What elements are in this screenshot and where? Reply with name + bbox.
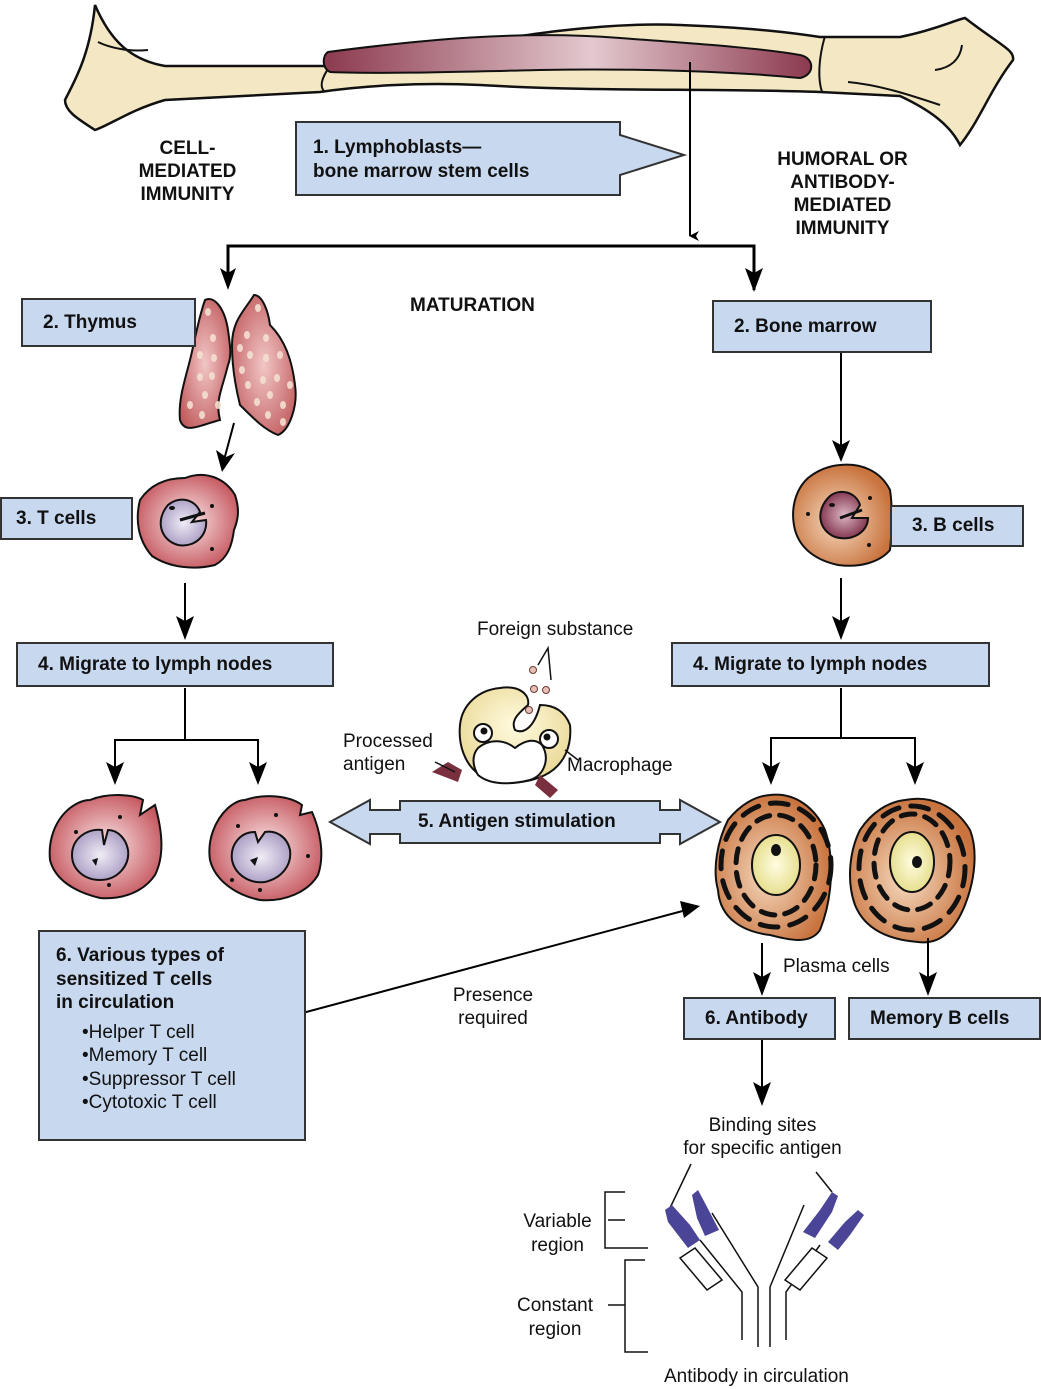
memory-b-cells-box: Memory B cells — [848, 997, 1041, 1040]
b-cells-label: 3. B cells — [912, 515, 995, 536]
t-cells-box: 3. T cells — [0, 497, 133, 540]
arrow-to-migrate-right — [832, 616, 850, 640]
memory-b-cells-label: Memory B cells — [870, 1007, 1010, 1029]
lymphoblasts-arrow-box — [295, 121, 688, 196]
cell-mediated-heading: CELL- MEDIATED IMMUNITY — [138, 138, 237, 205]
plasma-cells-label: Plasma cells — [783, 956, 890, 977]
sensitized-t-cells-box: 6. Various types of sensitized T cells i… — [38, 930, 306, 1141]
t-cell-type-item: Memory T cell — [82, 1044, 304, 1068]
antibody-box: 6. Antibody — [683, 997, 836, 1040]
variable-region-label: Variable region — [523, 1211, 592, 1256]
b-cells-box: 3. B cells — [890, 505, 1024, 547]
constant-region-label: Constant region — [516, 1295, 594, 1340]
binding-sites-label: Binding sites for specific antigen — [683, 1115, 842, 1159]
antibody-circulation-label: Antibody in circulation — [664, 1366, 849, 1387]
migrate-left-label: 4. Migrate to lymph nodes — [38, 653, 273, 675]
arrow-to-b-cell — [832, 440, 850, 462]
thymus-box: 2. Thymus — [21, 298, 196, 347]
antigen-stimulation-label: 5. Antigen stimulation — [418, 811, 616, 832]
arrow-to-migrate-left — [176, 616, 194, 640]
memory-b-cell-illustration — [849, 797, 976, 944]
macrophage-label: Macrophage — [567, 755, 673, 776]
t-cell-illustration — [136, 473, 239, 569]
antibody-illustration — [604, 1163, 833, 1353]
arrow-thymus — [220, 268, 236, 290]
thymus-illustration — [178, 293, 297, 472]
antigen-stimulation-arrow — [327, 798, 723, 846]
migrate-left-box: 4. Migrate to lymph nodes — [16, 642, 334, 687]
migrate-right-box: 4. Migrate to lymph nodes — [671, 642, 990, 687]
antibody-variable-regions — [665, 1190, 864, 1250]
maturation-heading: MATURATION — [410, 295, 535, 316]
t-cell-type-item: Suppressor T cell — [82, 1068, 304, 1092]
t-cell-type-item: Cytotoxic T cell — [82, 1091, 304, 1115]
antibody-label: 6. Antibody — [705, 1007, 808, 1029]
sensitized-title: 6. Various types of sensitized T cells i… — [56, 945, 224, 1013]
bone-marrow-label: 2. Bone marrow — [734, 315, 877, 337]
t-cell-type-item: Helper T cell — [82, 1021, 304, 1045]
sensitized-t-cell-1 — [48, 794, 163, 900]
presence-required-label: Presence required — [452, 985, 534, 1029]
t-cell-types-list: Helper T cell Memory T cell Suppressor T… — [56, 1021, 304, 1115]
macrophage-illustration — [432, 645, 579, 798]
processed-antigen-label: Processed antigen — [343, 731, 433, 775]
thymus-label: 2. Thymus — [43, 311, 137, 333]
sensitized-t-cell-2 — [208, 795, 323, 902]
b-cell-illustration — [792, 463, 893, 567]
lymphoblasts-label: 1. Lymphoblasts— bone marrow stem cells — [313, 137, 530, 182]
arrow-bone-marrow — [745, 268, 763, 292]
humoral-heading: HUMORAL OR ANTIBODY- MEDIATED IMMUNITY — [777, 149, 908, 239]
bone-marrow-box: 2. Bone marrow — [712, 300, 932, 353]
plasma-cell-illustration — [714, 793, 834, 941]
foreign-substance-label: Foreign substance — [477, 619, 634, 640]
migrate-right-label: 4. Migrate to lymph nodes — [693, 653, 928, 675]
t-cells-label: 3. T cells — [16, 507, 97, 529]
split-line — [226, 244, 756, 290]
